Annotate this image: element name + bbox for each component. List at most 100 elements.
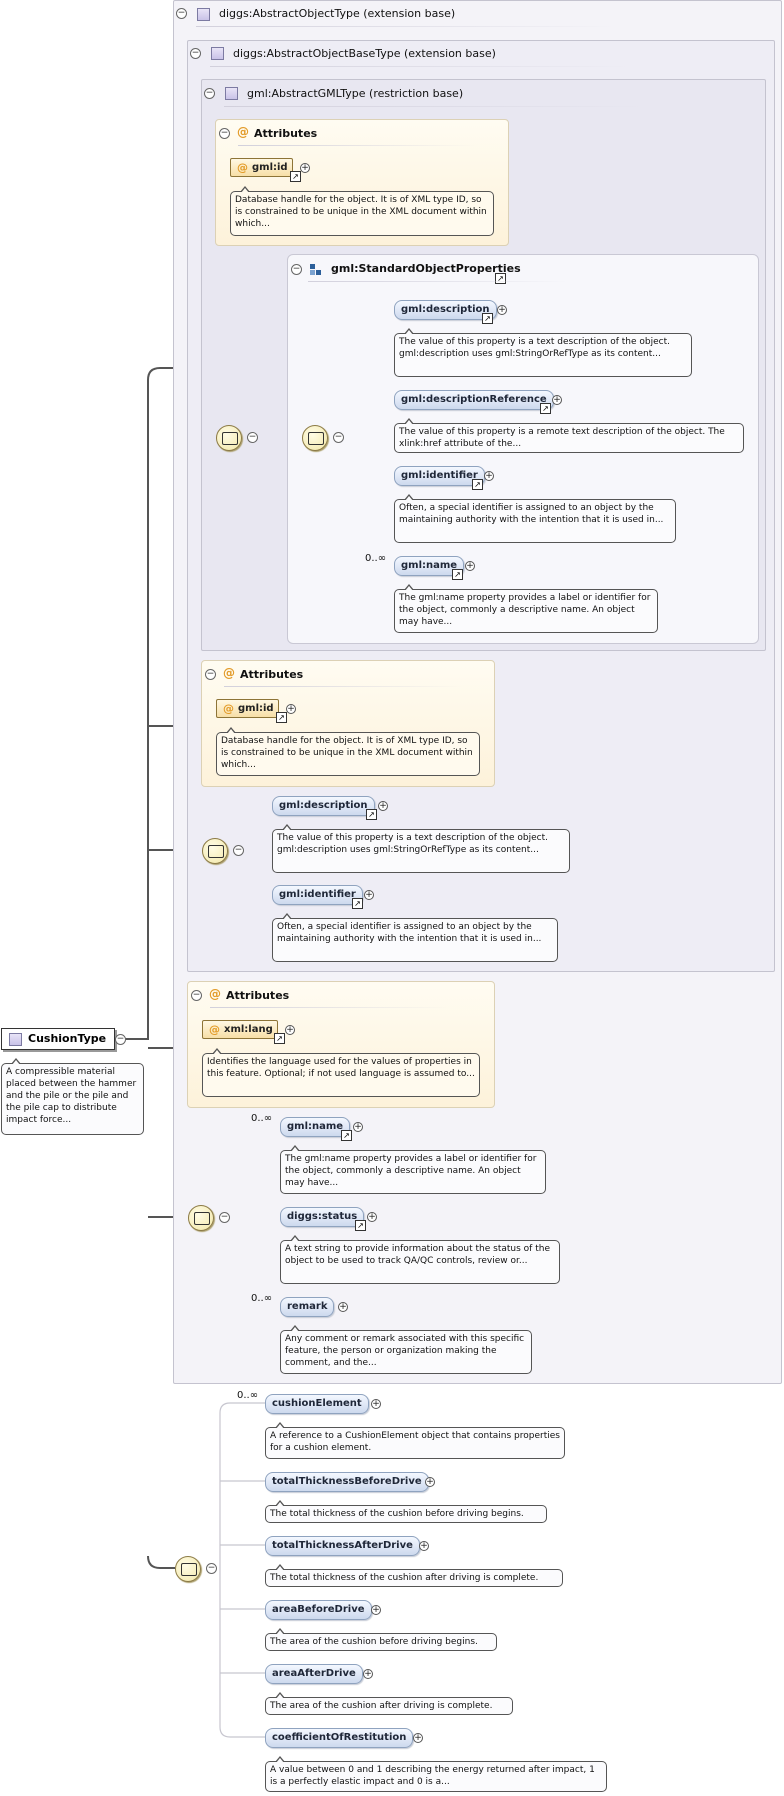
expand-icon[interactable]: + [419,1541,429,1551]
expand-icon[interactable]: + [413,1733,423,1743]
header-divider [308,281,568,282]
element-remark[interactable]: remark [280,1297,335,1317]
header-divider [224,686,464,687]
root-annotation: A compressible material placed between t… [1,1058,144,1135]
attribute-icon: @ [223,666,235,680]
collapse-toggle[interactable]: − [205,669,216,680]
element-gml-description[interactable]: gml:description [272,796,375,816]
collapse-toggle[interactable]: − [190,48,201,59]
element-coefficient-of-restitution[interactable]: coefficientOfRestitution [265,1728,414,1748]
sequence-icon [302,425,328,451]
collapse-toggle[interactable]: − [291,264,302,275]
expand-icon[interactable]: + [425,1477,435,1487]
attribute-gml-id[interactable]: @gml:id [216,699,279,718]
attribute-gml-id[interactable]: @gml:id [230,158,293,177]
reference-icon: ↗ [290,171,301,182]
abstract-gml-type-title: gml:AbstractGMLType (restriction base) [247,87,464,100]
expand-icon[interactable]: + [497,305,507,315]
expand-icon[interactable]: + [378,801,388,811]
annotation-text: A text string to provide information abo… [280,1235,560,1284]
expand-icon[interactable]: + [363,1669,373,1679]
expand-icon[interactable]: + [552,395,562,405]
collapse-toggle[interactable]: − [233,845,244,856]
annotation-text: Often, a special identifier is assigned … [272,913,558,962]
element-total-thickness-after-drive[interactable]: totalThicknessAfterDrive [265,1536,420,1556]
element-total-thickness-before-drive[interactable]: totalThicknessBeforeDrive [265,1472,429,1492]
annotation-text: The area of the cushion before driving b… [265,1628,497,1651]
occurrence-label: 0..∞ [251,1113,273,1124]
expand-icon[interactable]: + [465,561,475,571]
abstract-object-base-type-title: diggs:AbstractObjectBaseType (extension … [233,47,496,60]
expand-icon[interactable]: + [300,163,310,173]
expand-icon[interactable]: + [338,1302,348,1312]
attributes-title: Attributes [254,127,318,140]
expand-icon[interactable]: + [371,1605,381,1615]
sequence-icon [175,1556,201,1582]
attribute-icon: @ [209,1023,220,1036]
annotation-text: The value of this property is a text des… [394,328,692,377]
expand-icon[interactable]: + [371,1399,381,1409]
annotation-text: A reference to a CushionElement object t… [265,1422,565,1459]
collapse-toggle[interactable]: − [247,432,258,443]
root-element-cushion-type[interactable]: CushionType [1,1028,116,1050]
element-gml-name[interactable]: gml:name [280,1117,351,1137]
reference-icon: ↗ [276,712,287,723]
collapse-toggle[interactable]: − [115,1034,126,1045]
collapse-toggle[interactable]: − [176,8,187,19]
sequence-icon [202,838,228,864]
occurrence-label: 0..∞ [251,1293,273,1304]
element-area-after-drive[interactable]: areaAfterDrive [265,1664,363,1684]
occurrence-label: 0..∞ [237,1390,259,1401]
collapse-toggle[interactable]: − [333,432,344,443]
header-divider [210,1007,450,1008]
complex-type-icon [9,1033,22,1046]
expand-icon[interactable]: + [367,1212,377,1222]
reference-icon: ↗ [341,1130,352,1141]
complex-type-icon [225,87,238,100]
annotation-text: The gml:name property provides a label o… [394,584,658,633]
element-gml-name[interactable]: gml:name [394,556,465,576]
annotation-text: Often, a special identifier is assigned … [394,494,676,543]
reference-icon: ↗ [482,313,493,324]
annotation-text: A value between 0 and 1 describing the e… [265,1756,607,1792]
collapse-toggle[interactable]: − [204,88,215,99]
element-gml-description[interactable]: gml:description [394,300,497,320]
header-divider [196,26,616,27]
reference-icon: ↗ [472,479,483,490]
header-divider [224,106,644,107]
collapse-toggle[interactable]: − [219,128,230,139]
element-gml-identifier[interactable]: gml:identifier [272,885,363,905]
annotation-text: Any comment or remark associated with th… [280,1325,532,1374]
element-diggs-status[interactable]: diggs:status [280,1207,365,1227]
root-label: CushionType [28,1032,107,1045]
expand-icon[interactable]: + [353,1122,363,1132]
expand-icon[interactable]: + [285,1025,295,1035]
expand-icon[interactable]: + [484,471,494,481]
sequence-icon [188,1205,214,1231]
reference-icon: ↗ [355,1220,366,1231]
complex-type-icon [197,8,210,21]
collapse-toggle[interactable]: − [206,1563,217,1574]
collapse-toggle[interactable]: − [219,1212,230,1223]
element-cushion-element[interactable]: cushionElement [265,1394,369,1414]
attribute-icon: @ [209,987,221,1001]
annotation-text: Database handle for the object. It is of… [230,186,494,236]
attribute-xml-lang[interactable]: @ xml:lang [202,1020,278,1039]
attributes-title: Attributes [226,989,290,1002]
header-divider [238,145,478,146]
reference-icon: ↗ [495,273,506,284]
attribute-label: gml:id [238,703,274,714]
element-gml-description-reference[interactable]: gml:descriptionReference [394,390,554,410]
element-area-before-drive[interactable]: areaBeforeDrive [265,1600,372,1620]
annotation-text: The area of the cushion after driving is… [265,1692,513,1715]
sequence-icon [216,425,242,451]
annotation-text: The value of this property is a text des… [272,824,570,873]
expand-icon[interactable]: + [364,890,374,900]
collapse-toggle[interactable]: − [191,990,202,1001]
abstract-object-type-title: diggs:AbstractObjectType (extension base… [219,7,456,20]
attribute-icon: @ [237,125,249,139]
annotation-text: The gml:name property provides a label o… [280,1145,546,1194]
annotation-text: The total thickness of the cushion befor… [265,1500,547,1523]
attribute-label: xml:lang [224,1024,273,1035]
expand-icon[interactable]: + [286,704,296,714]
